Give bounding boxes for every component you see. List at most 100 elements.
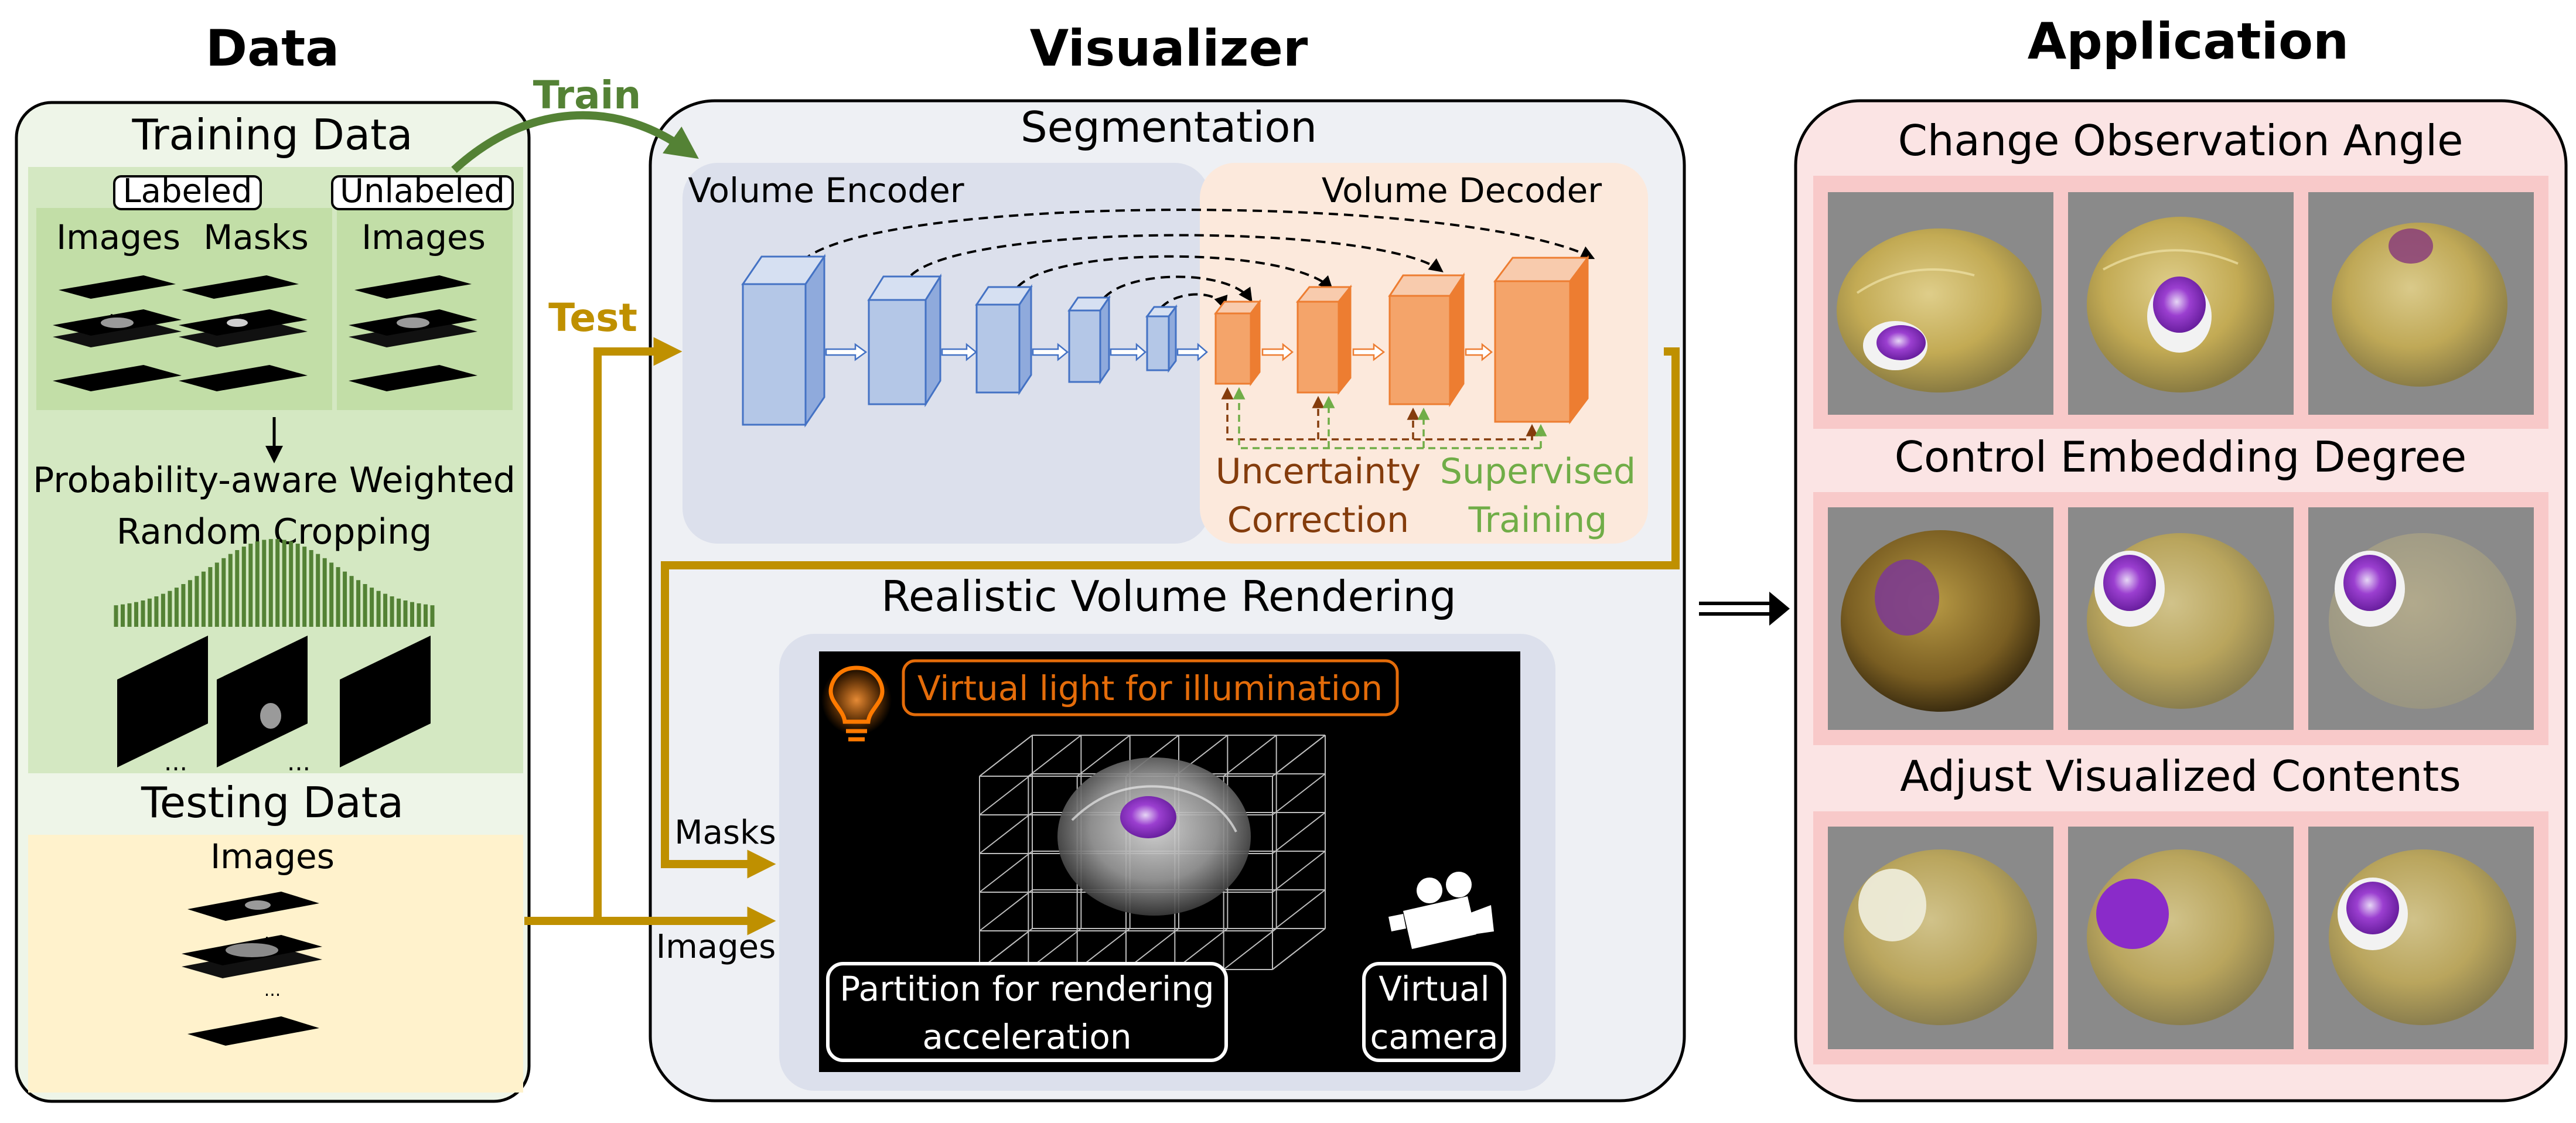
grid-line xyxy=(1223,735,1277,777)
app-tile xyxy=(1828,507,2053,730)
histogram-bar xyxy=(329,562,334,627)
rendered-brain xyxy=(1057,757,1251,916)
histogram-bar xyxy=(127,603,132,627)
histogram-bar xyxy=(417,603,421,627)
uncertainty-label-line1: Uncertainty xyxy=(1216,451,1421,492)
labeled-mask-slices: ... xyxy=(179,275,308,391)
app-tile xyxy=(2068,507,2294,730)
histogram-bar xyxy=(363,584,367,627)
encoder-blocks xyxy=(741,254,1178,428)
app-tile xyxy=(2068,827,2294,1049)
histogram-bar xyxy=(114,605,118,627)
histogram-bar xyxy=(221,558,226,627)
grid-line xyxy=(979,851,1033,893)
grid-line xyxy=(979,812,1033,854)
grid-line xyxy=(1272,928,1326,970)
histogram-bar xyxy=(397,598,401,627)
supervised-label-line1: Supervised xyxy=(1440,451,1636,492)
histogram-bar xyxy=(235,550,240,627)
app-tile xyxy=(2308,192,2534,415)
histogram-bar xyxy=(268,539,273,627)
header-visualizer: Visualizer xyxy=(1030,19,1308,78)
histogram-bar xyxy=(424,604,428,627)
test-arrows xyxy=(524,337,1680,936)
histogram-bar xyxy=(228,554,233,627)
histogram-bar xyxy=(214,562,219,627)
histogram-bar xyxy=(289,541,294,627)
encoder-flow-arrows xyxy=(825,343,1208,361)
unlabeled-image-slices: ... xyxy=(349,275,477,391)
ellipsis: ... xyxy=(264,980,281,1001)
histogram-bar xyxy=(134,602,138,627)
histogram-bar xyxy=(121,604,125,627)
labeled-image-slices: ... xyxy=(53,275,182,391)
histogram-bar xyxy=(383,593,388,627)
grid-line xyxy=(1272,851,1326,893)
histogram-bar xyxy=(187,580,192,627)
histogram-bar xyxy=(309,550,313,627)
app-tile xyxy=(2308,507,2534,730)
grid-line xyxy=(1077,735,1131,777)
histogram-bar xyxy=(282,540,286,627)
supervised-label-line2: Training xyxy=(1468,500,1608,541)
histogram-bar xyxy=(208,567,213,627)
histogram-bar xyxy=(241,547,246,627)
test-label: Test xyxy=(548,295,637,340)
histogram-bar xyxy=(376,590,381,627)
app-tile xyxy=(1828,192,2053,415)
histogram-bar xyxy=(316,554,320,627)
rendering-title: Realistic Volume Rendering xyxy=(881,572,1456,621)
train-label: Train xyxy=(533,73,641,118)
histogram-bar xyxy=(410,602,414,627)
grid-line xyxy=(979,735,1033,777)
histogram-bar xyxy=(154,596,159,627)
grid-line xyxy=(1223,928,1277,970)
encoder-label: Volume Encoder xyxy=(688,170,964,210)
ellipsis: ... xyxy=(164,747,187,776)
decoder-label: Volume Decoder xyxy=(1322,170,1602,210)
app-row3-title: Adjust Visualized Contents xyxy=(1900,752,2461,801)
histogram-bar xyxy=(195,576,199,627)
probability-histogram xyxy=(114,539,435,627)
app-tile xyxy=(1828,827,2053,1049)
histogram-bar xyxy=(430,605,435,627)
visualizer-panel: Segmentation Volume Encoder Volume Decod… xyxy=(649,99,1686,1102)
unlabeled-images-label: Images xyxy=(361,217,486,257)
skip-connections xyxy=(801,209,1595,310)
ellipsis: ... xyxy=(287,747,311,776)
grid-line xyxy=(1028,735,1081,777)
decoder-flow-arrows xyxy=(1261,343,1493,361)
histogram-bar xyxy=(390,596,394,627)
histogram-bar xyxy=(262,540,267,627)
app-tile xyxy=(2068,192,2294,415)
segmentation-title: Segmentation xyxy=(1021,103,1317,152)
unlabeled-tag: Unlabeled xyxy=(340,172,505,210)
histogram-bar xyxy=(161,593,165,627)
camera-label-line2: camera xyxy=(1370,1017,1498,1057)
app-row2-title: Control Embedding Degree xyxy=(1895,432,2466,482)
supervised-training-arrows xyxy=(1233,387,1547,449)
decoder-blocks xyxy=(1214,255,1589,425)
camera-icon xyxy=(1388,872,1494,949)
header-application: Application xyxy=(2028,12,2349,71)
grid-line xyxy=(1272,773,1326,815)
histogram-bar xyxy=(181,584,186,627)
grid-line xyxy=(979,773,1033,815)
to-application-arrow xyxy=(1699,592,1790,626)
histogram-bar xyxy=(343,571,347,627)
histogram-bar xyxy=(248,544,253,627)
histogram-bar xyxy=(255,541,260,627)
training-data-title: Training Data xyxy=(132,110,413,159)
histogram-bar xyxy=(147,598,152,627)
cropping-label-line2: Random Cropping xyxy=(117,511,432,552)
histogram-bar xyxy=(336,567,340,627)
images-label: Images xyxy=(656,928,776,966)
histogram-bar xyxy=(403,600,408,627)
histogram-bar xyxy=(275,539,280,627)
histogram-bar xyxy=(295,544,300,627)
grid-line xyxy=(1272,812,1326,854)
lightbulb-icon xyxy=(821,665,892,742)
histogram-bar xyxy=(302,547,307,627)
